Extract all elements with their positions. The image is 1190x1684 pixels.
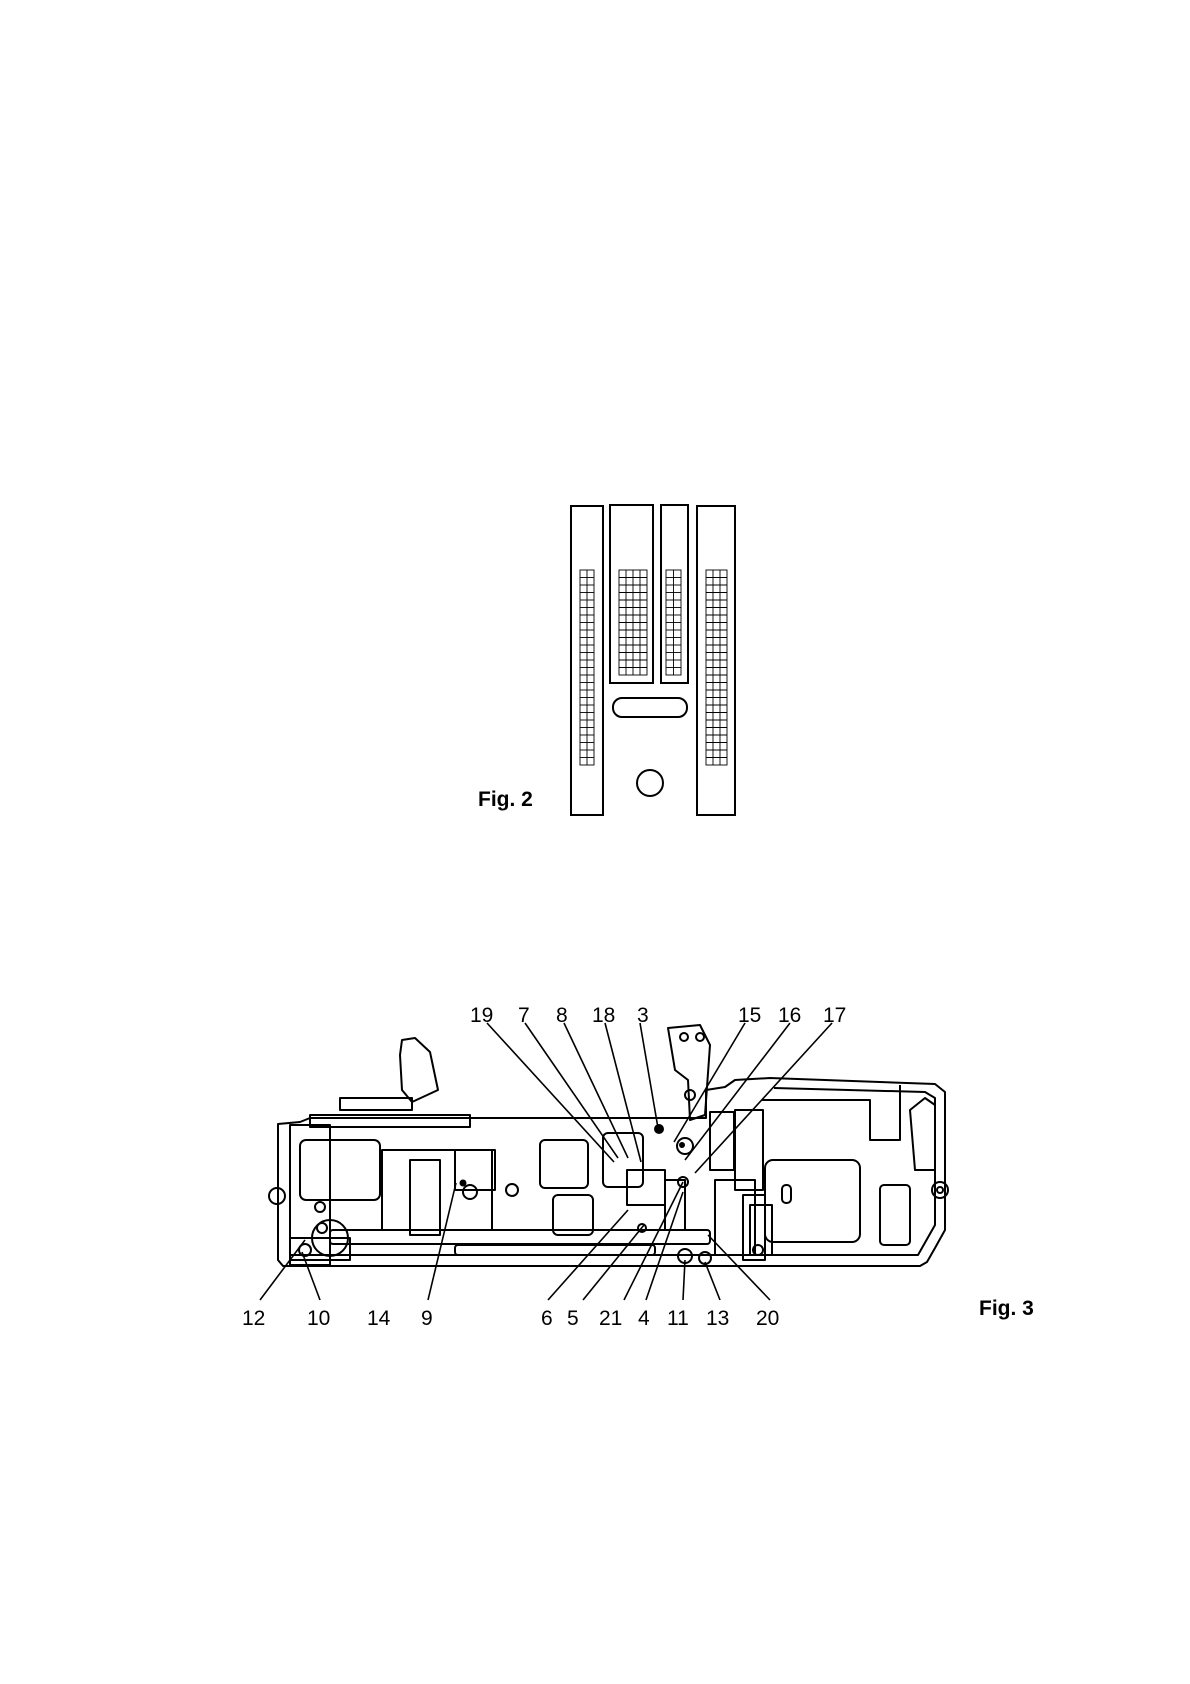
callout-4: 4 xyxy=(638,1307,650,1330)
callout-12: 12 xyxy=(242,1307,265,1330)
left-upright xyxy=(290,1125,330,1265)
shaft-guide xyxy=(455,1245,655,1255)
callout-5: 5 xyxy=(567,1307,579,1330)
callout-7: 7 xyxy=(518,1004,530,1027)
feed-screw-top-2 xyxy=(696,1033,704,1041)
callout-13: 13 xyxy=(706,1307,729,1330)
center-panel-1 xyxy=(540,1140,588,1188)
callout-9: 9 xyxy=(421,1307,433,1330)
top-rail xyxy=(310,1115,470,1127)
callout-10: 10 xyxy=(307,1307,330,1330)
feed-screw-mid xyxy=(685,1090,695,1100)
gear-screw xyxy=(463,1185,477,1199)
right-slot xyxy=(782,1185,791,1203)
stitch-regulator xyxy=(735,1110,763,1190)
callout-14: 14 xyxy=(367,1307,391,1330)
callout-19: 19 xyxy=(470,1004,493,1027)
callout-21: 21 xyxy=(599,1307,622,1330)
callout-20: 20 xyxy=(756,1307,779,1330)
callout-3: 3 xyxy=(637,1004,649,1027)
center-screw xyxy=(506,1184,518,1196)
callout-6: 6 xyxy=(541,1307,553,1330)
feed-screw-top-1 xyxy=(680,1033,688,1041)
figure-3-caption: Fig. 3 xyxy=(979,1297,1034,1321)
right-compartment xyxy=(762,1085,900,1140)
callout-8: 8 xyxy=(556,1004,568,1027)
machine-base-outline xyxy=(278,1078,945,1266)
center-panel-3 xyxy=(603,1133,643,1187)
presser-bar-flange xyxy=(340,1098,412,1110)
presser-bar-top xyxy=(400,1038,438,1102)
right-corner-shape xyxy=(910,1098,935,1170)
regulator-plate xyxy=(710,1112,734,1170)
right-pocket-large xyxy=(765,1160,860,1242)
callout-17: 17 xyxy=(823,1004,846,1027)
needle-clamp xyxy=(410,1160,440,1235)
hook-block xyxy=(300,1140,380,1200)
callout-18: 18 xyxy=(592,1004,615,1027)
callout-16: 16 xyxy=(778,1004,801,1027)
callout-11: 11 xyxy=(667,1307,689,1330)
right-pocket-small xyxy=(880,1185,910,1245)
callout-15: 15 xyxy=(738,1004,761,1027)
